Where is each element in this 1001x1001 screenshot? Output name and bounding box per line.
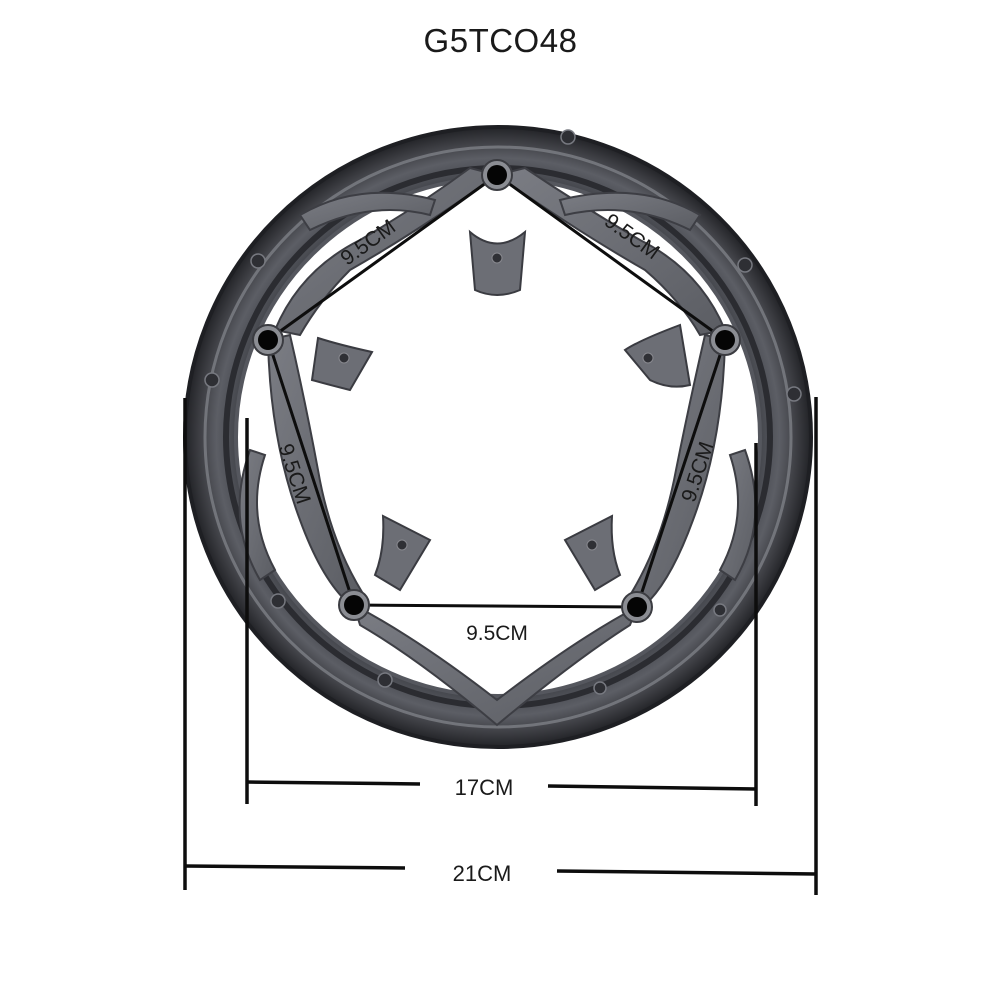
bolt-hole-upper-right [709, 324, 741, 356]
ring-rivets [204, 129, 802, 695]
inner-tabs [310, 229, 692, 592]
bolt-pentagon [266, 173, 727, 609]
outer-diameter-label: 21CM [453, 861, 512, 886]
bolt-hole-lower-left [338, 589, 370, 621]
product-code-title: G5TCO48 [423, 22, 578, 59]
bolt-hole-top [481, 159, 513, 191]
edge-label-bottom: 9.5CM [466, 622, 528, 645]
bolt-hole-upper-left [252, 324, 284, 356]
outer-diameter-dimension [183, 397, 818, 895]
inner-diameter-label: 17CM [455, 775, 514, 800]
inner-diameter-dimension [245, 418, 758, 806]
bolt-holes [252, 159, 741, 623]
bolt-hole-lower-right [621, 591, 653, 623]
